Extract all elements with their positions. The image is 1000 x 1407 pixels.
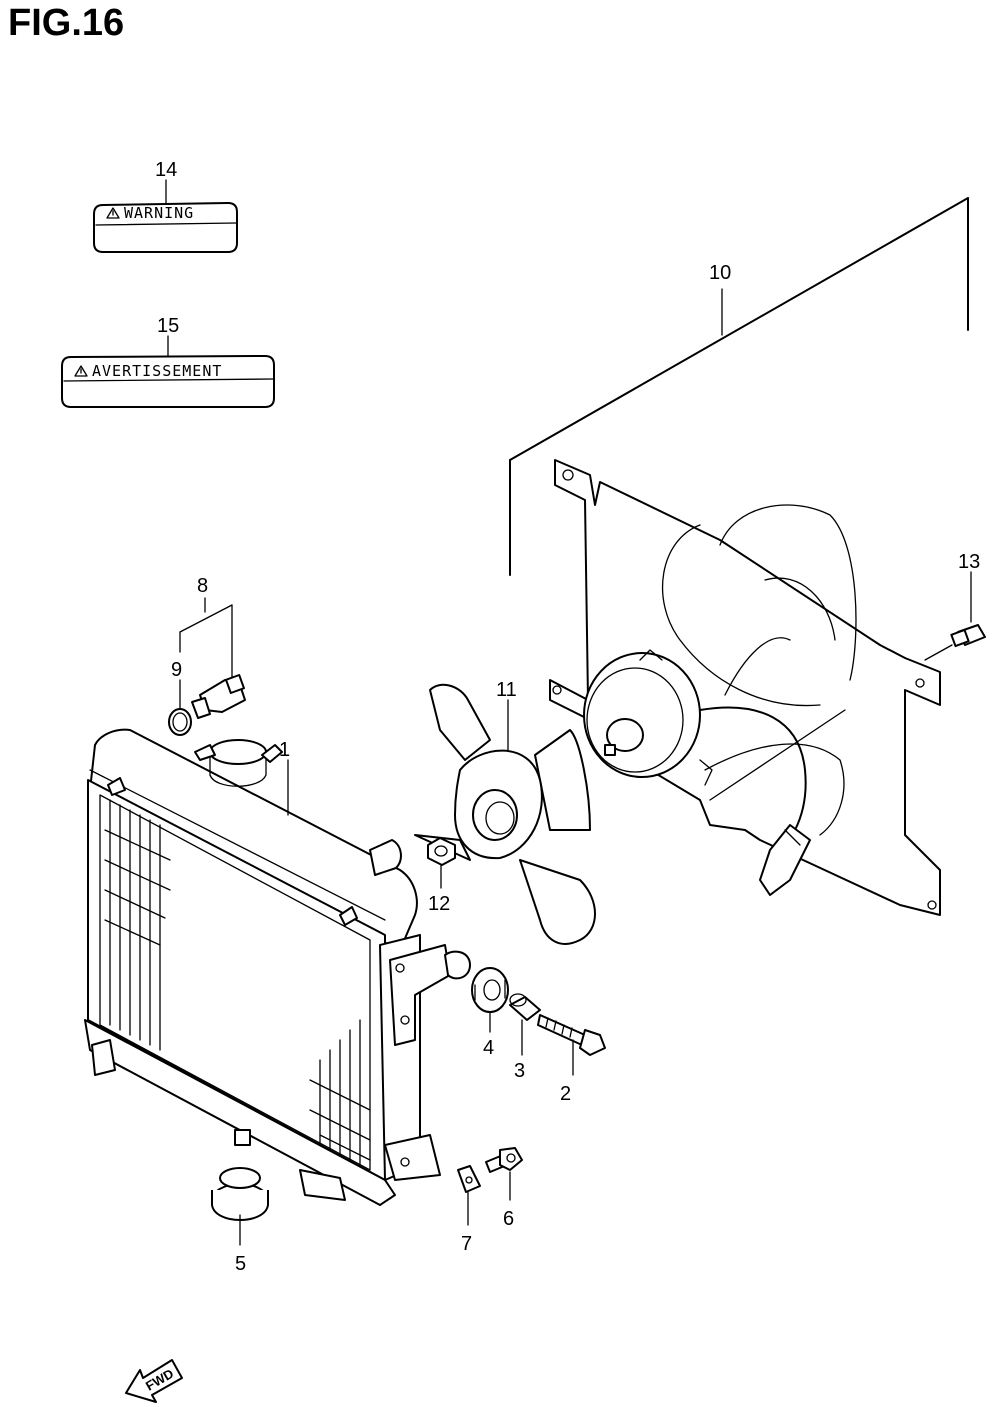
figure-title: FIG.16 bbox=[8, 2, 125, 44]
radiator-1-part[interactable] bbox=[84, 728, 471, 1206]
callout-15: 15 bbox=[157, 315, 179, 337]
grommet-4-part[interactable] bbox=[471, 967, 509, 1013]
callout-10: 10 bbox=[709, 262, 731, 284]
bolt-13-part[interactable] bbox=[924, 624, 986, 661]
cushion-5-part[interactable] bbox=[211, 1167, 269, 1221]
fan-motor-part[interactable] bbox=[583, 649, 807, 831]
callout-5: 5 bbox=[235, 1253, 246, 1275]
callout-1: 1 bbox=[279, 739, 290, 761]
avertissement-label-text: AVERTISSEMENT bbox=[92, 362, 222, 380]
callout-7: 7 bbox=[461, 1233, 472, 1255]
warning-triangle-icon bbox=[74, 365, 88, 377]
callout-8: 8 bbox=[197, 575, 208, 597]
fan-blade-part[interactable] bbox=[414, 683, 596, 945]
callout-14: 14 bbox=[155, 159, 177, 181]
bolt-6-part[interactable] bbox=[485, 1147, 523, 1173]
callout-8-bracket bbox=[179, 597, 233, 678]
callout-2: 2 bbox=[560, 1083, 571, 1105]
radiator-fins bbox=[104, 799, 371, 1166]
bolt-2-part[interactable] bbox=[537, 1014, 606, 1056]
callout-6: 6 bbox=[503, 1208, 514, 1230]
callout-11: 11 bbox=[496, 679, 517, 701]
callout-3: 3 bbox=[514, 1060, 525, 1082]
warning-label-part[interactable]: WARNING bbox=[93, 202, 238, 253]
warning-triangle-icon bbox=[106, 207, 120, 219]
clip-nut-7-part[interactable] bbox=[457, 1165, 481, 1193]
warning-label-text: WARNING bbox=[124, 204, 194, 222]
thermo-switch-8-part[interactable] bbox=[191, 674, 246, 719]
callout-9: 9 bbox=[171, 659, 182, 681]
callout-13: 13 bbox=[958, 551, 980, 573]
fwd-arrow-icon: FWD bbox=[125, 1359, 183, 1403]
collar-3-part[interactable] bbox=[509, 993, 541, 1021]
avertissement-label-part[interactable]: AVERTISSEMENT bbox=[61, 355, 275, 408]
callout-12: 12 bbox=[428, 893, 450, 915]
fan-assembly-bracket bbox=[509, 197, 969, 576]
callout-4: 4 bbox=[483, 1037, 494, 1059]
fan-connector-part[interactable] bbox=[759, 824, 811, 896]
nut-12-part[interactable] bbox=[427, 837, 456, 866]
fan-shroud-part[interactable] bbox=[549, 459, 941, 916]
o-ring-9-part[interactable] bbox=[168, 708, 192, 736]
